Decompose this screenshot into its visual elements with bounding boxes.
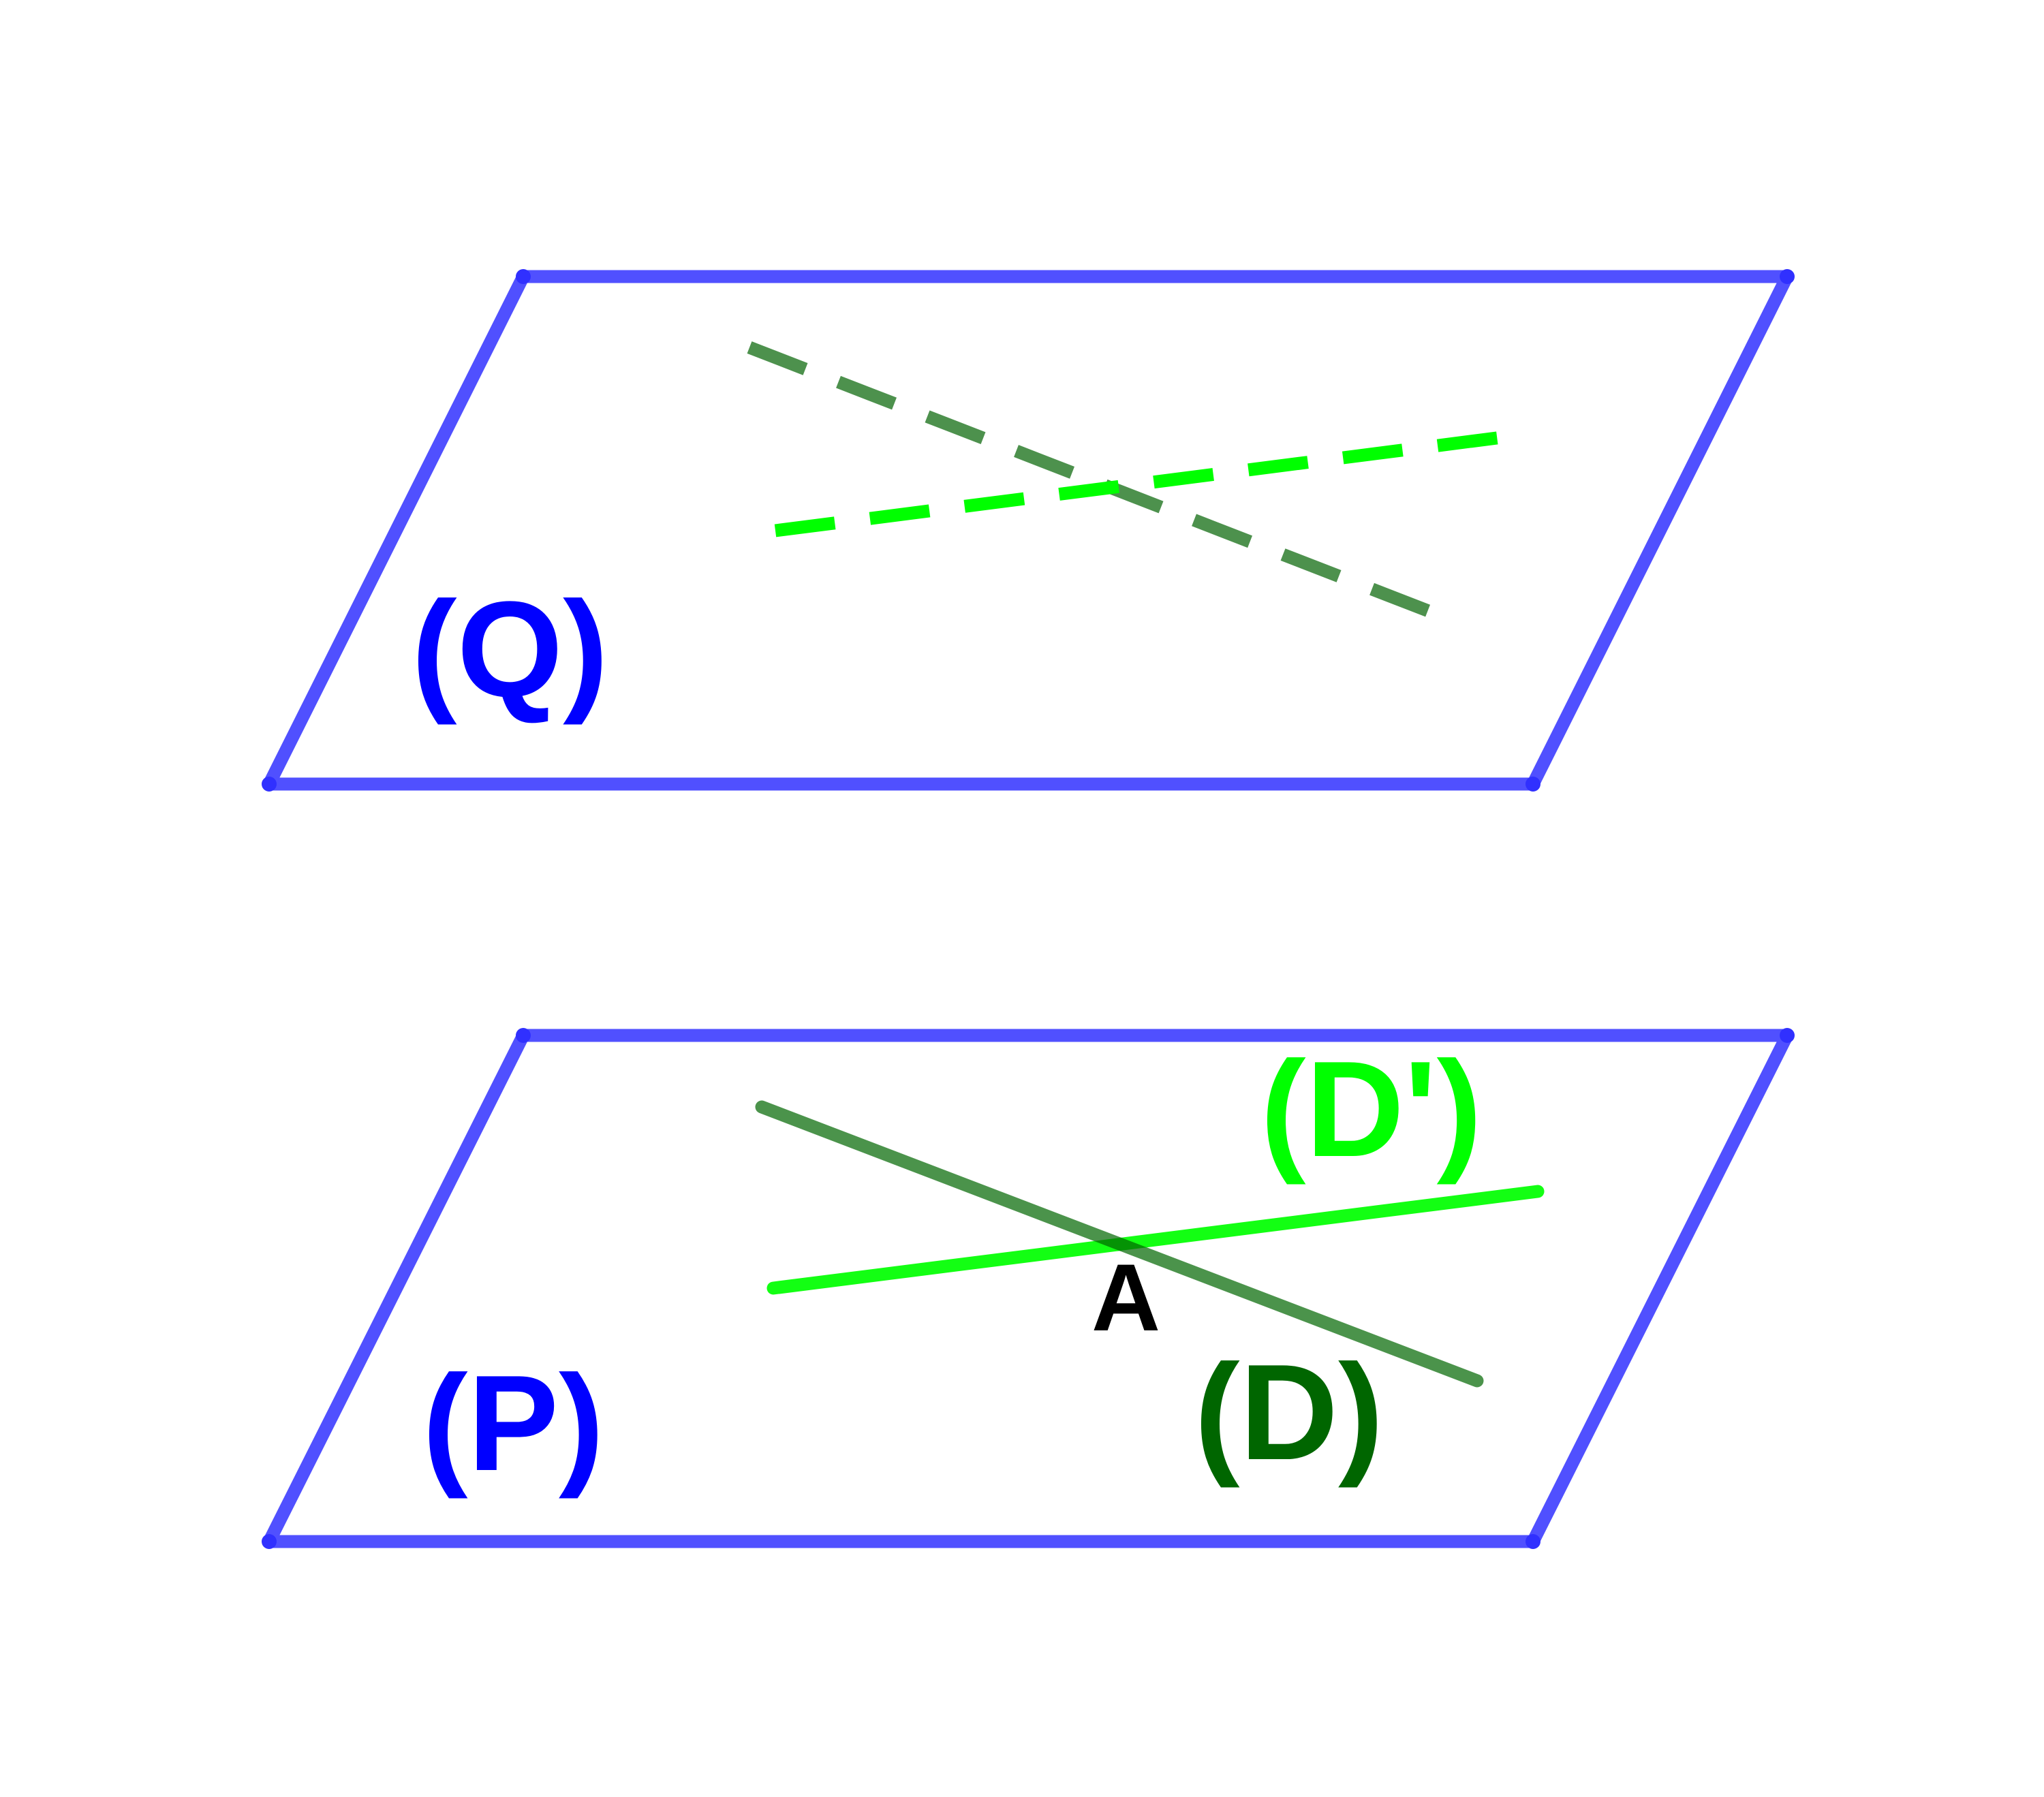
- projection-d-prime-dashed: [774, 428, 1519, 537]
- plane-p-label: (P): [422, 1347, 604, 1499]
- line-d-label: (D): [1194, 1337, 1384, 1488]
- projection-d-dashed: [747, 341, 1451, 625]
- plane-q-vertex: [1526, 777, 1540, 792]
- plane-q-vertex: [1780, 269, 1795, 284]
- line-d-prime-segment: [766, 1185, 1545, 1295]
- plane-p-vertices: [262, 1028, 1795, 1549]
- plane-p-vertex: [1526, 1534, 1540, 1549]
- line-d: (D): [755, 1100, 1484, 1488]
- plane-q-vertex: [262, 777, 277, 792]
- line-d-segment: [755, 1100, 1484, 1388]
- plane-q-vertices: [262, 269, 1795, 792]
- plane-q-label: (Q): [412, 574, 608, 725]
- line-d-prime: (D'): [766, 1033, 1545, 1295]
- plane-q: (Q): [262, 269, 1795, 792]
- plane-p-vertex: [1780, 1028, 1795, 1043]
- line-d-prime-label: (D'): [1260, 1033, 1482, 1185]
- plane-p-vertex: [516, 1028, 531, 1043]
- point-a-label: A: [1091, 1244, 1160, 1351]
- plane-p: (P): [262, 1028, 1795, 1549]
- plane-q-vertex: [516, 269, 531, 284]
- plane-p-vertex: [262, 1534, 277, 1549]
